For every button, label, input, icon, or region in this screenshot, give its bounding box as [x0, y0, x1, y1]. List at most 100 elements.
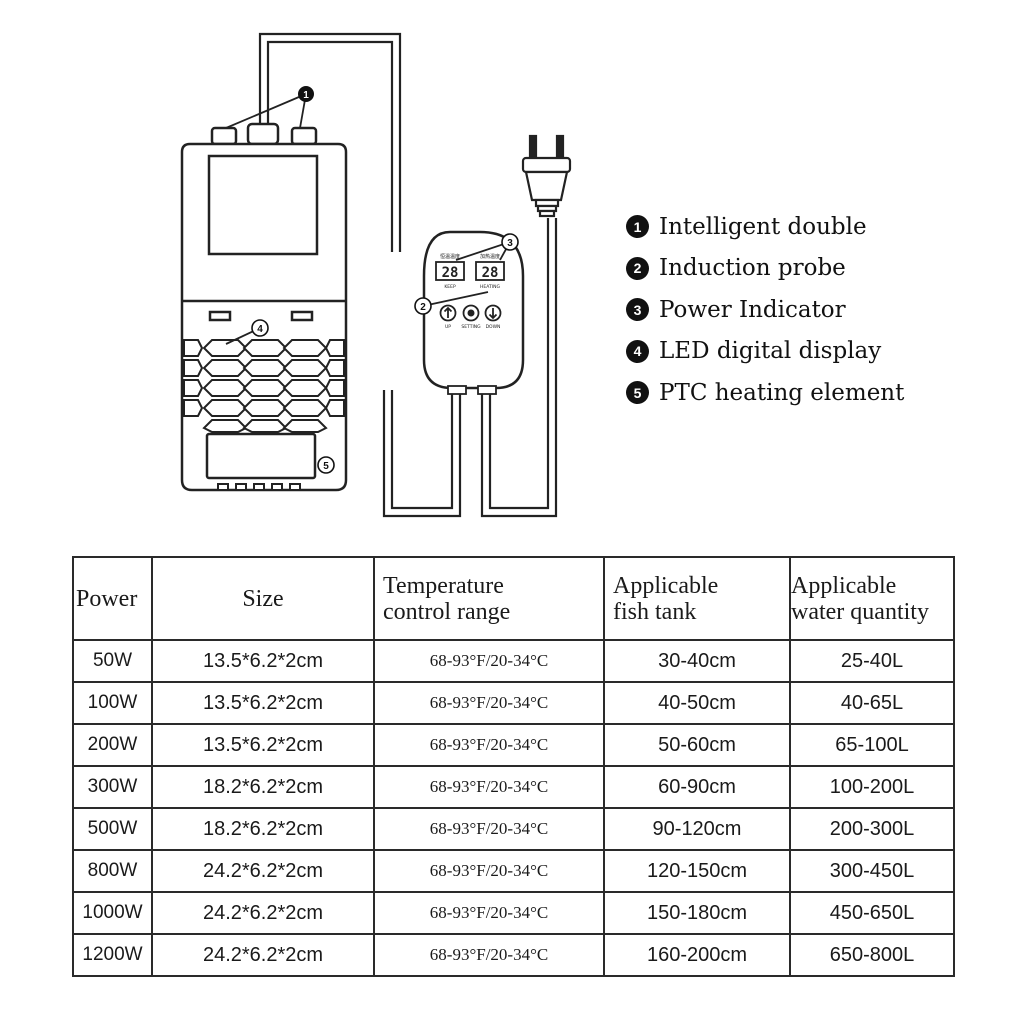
- legend-number: 1: [626, 215, 649, 239]
- header-temperature-line2: control range: [383, 598, 511, 625]
- arrow-down-icon: [488, 308, 498, 320]
- callout-marker-5: 5: [317, 456, 335, 474]
- cell-size: 18.2*6.2*2cm: [151, 765, 375, 809]
- cell-fish-tank: 40-50cm: [603, 681, 791, 725]
- cell-temperature: 68-93°F/20-34°C: [373, 681, 605, 725]
- controller-display-left: 28: [442, 265, 459, 281]
- cell-fish-tank: 160-200cm: [603, 933, 791, 977]
- legend-number: 5: [626, 381, 649, 405]
- cell-water-quantity: 65-100L: [789, 723, 955, 767]
- svg-text:5: 5: [323, 461, 329, 472]
- controller-unit: 28 28 恒温温度 加热温度 KEEP HEATING UP SETTING …: [422, 230, 525, 395]
- arrow-up-icon: [443, 306, 453, 318]
- header-fish-tank-line2: fish tank: [613, 598, 697, 625]
- header-water-quantity-line2: water quantity: [791, 598, 929, 625]
- legend-label: LED digital display: [659, 338, 882, 365]
- legend-label: PTC heating element: [659, 379, 905, 406]
- controller-setting-button[interactable]: [462, 304, 480, 322]
- controller-up-button[interactable]: [439, 304, 457, 322]
- cell-temperature: 68-93°F/20-34°C: [373, 849, 605, 893]
- legend-item-induction-probe: 2 Induction probe: [626, 248, 1006, 290]
- cell-water-quantity: 200-300L: [789, 807, 955, 851]
- table-row: 300W 18.2*6.2*2cm 68-93°F/20-34°C 60-90c…: [72, 765, 955, 809]
- cell-size: 13.5*6.2*2cm: [151, 723, 375, 767]
- probe-cable-inner: [382, 386, 462, 518]
- cell-water-quantity: 100-200L: [789, 765, 955, 809]
- svg-text:3: 3: [507, 238, 513, 249]
- cell-power: 100W: [72, 681, 153, 725]
- table-row: 100W 13.5*6.2*2cm 68-93°F/20-34°C 40-50c…: [72, 681, 955, 725]
- cell-size: 13.5*6.2*2cm: [151, 639, 375, 683]
- heater-cable: [258, 32, 402, 252]
- cell-fish-tank: 50-60cm: [603, 723, 791, 767]
- power-plug: [521, 134, 572, 218]
- legend-item-ptc-heating: 5 PTC heating element: [626, 372, 1006, 414]
- callout-marker-2: 2: [414, 297, 432, 315]
- callout-marker-1: 1: [298, 86, 314, 102]
- cell-size: 24.2*6.2*2cm: [151, 849, 375, 893]
- cell-size: 24.2*6.2*2cm: [151, 891, 375, 935]
- cell-size: 18.2*6.2*2cm: [151, 807, 375, 851]
- legend-label: Induction probe: [659, 255, 846, 282]
- cell-water-quantity: 650-800L: [789, 933, 955, 977]
- controller-down-button[interactable]: [484, 304, 502, 322]
- heater-cable-inner: [266, 40, 394, 252]
- callout-line-1a: [225, 93, 307, 129]
- cell-power: 200W: [72, 723, 153, 767]
- cell-temperature: 68-93°F/20-34°C: [373, 765, 605, 809]
- header-water-quantity-line1: Applicable: [791, 572, 897, 599]
- cell-power: 800W: [72, 849, 153, 893]
- heater-body: [180, 122, 348, 492]
- table-row: 50W 13.5*6.2*2cm 68-93°F/20-34°C 30-40cm…: [72, 639, 955, 683]
- controller-label-setting: SETTING: [461, 324, 481, 330]
- legend-number: 2: [626, 256, 649, 280]
- power-cable-inner: [488, 218, 550, 510]
- cell-temperature: 68-93°F/20-34°C: [373, 891, 605, 935]
- controller-label-keep: KEEP: [444, 284, 456, 290]
- gear-icon: [467, 309, 475, 317]
- callout-line-2: [422, 291, 489, 307]
- legend-item-led-display: 4 LED digital display: [626, 331, 1006, 373]
- cell-power: 500W: [72, 807, 153, 851]
- cell-fish-tank: 60-90cm: [603, 765, 791, 809]
- component-legend: 1 Intelligent double 2 Induction probe 3…: [626, 206, 1006, 414]
- callout-line-3a: [455, 241, 511, 261]
- cell-fish-tank: 150-180cm: [603, 891, 791, 935]
- table-row: 800W 24.2*6.2*2cm 68-93°F/20-34°C 120-15…: [72, 849, 955, 893]
- svg-text:4: 4: [257, 324, 263, 335]
- cell-power: 1200W: [72, 933, 153, 977]
- legend-label: Power Indicator: [659, 296, 846, 323]
- controller-label-top-right: 加热温度: [480, 253, 500, 260]
- cell-water-quantity: 300-450L: [789, 849, 955, 893]
- cell-temperature: 68-93°F/20-34°C: [373, 807, 605, 851]
- legend-number: 4: [626, 339, 649, 363]
- controller-label-up: UP: [445, 324, 451, 330]
- cell-temperature: 68-93°F/20-34°C: [373, 639, 605, 683]
- legend-label: Intelligent double: [659, 213, 867, 240]
- heater-diagram: 28 28 恒温温度 加热温度 KEEP HEATING UP SETTING …: [180, 32, 572, 518]
- controller-display-right: 28: [482, 265, 499, 281]
- cell-fish-tank: 90-120cm: [603, 807, 791, 851]
- controller-label-heating: HEATING: [480, 284, 500, 290]
- header-power: Power: [72, 556, 153, 641]
- legend-item-power-indicator: 3 Power Indicator: [626, 289, 1006, 331]
- cell-power: 300W: [72, 765, 153, 809]
- table-row: 1200W 24.2*6.2*2cm 68-93°F/20-34°C 160-2…: [72, 933, 955, 977]
- cell-fish-tank: 30-40cm: [603, 639, 791, 683]
- svg-text:2: 2: [420, 302, 426, 313]
- svg-text:1: 1: [303, 90, 309, 101]
- cell-size: 13.5*6.2*2cm: [151, 681, 375, 725]
- controller-label-top-left: 恒温温度: [440, 253, 460, 260]
- cell-size: 24.2*6.2*2cm: [151, 933, 375, 977]
- header-fish-tank-line1: Applicable: [613, 572, 719, 599]
- power-cable: [480, 218, 558, 518]
- legend-number: 3: [626, 298, 649, 322]
- callout-marker-4: 4: [251, 319, 269, 337]
- table-row: 1000W 24.2*6.2*2cm 68-93°F/20-34°C 150-1…: [72, 891, 955, 935]
- cell-temperature: 68-93°F/20-34°C: [373, 723, 605, 767]
- cell-power: 50W: [72, 639, 153, 683]
- cell-water-quantity: 450-650L: [789, 891, 955, 935]
- cell-water-quantity: 40-65L: [789, 681, 955, 725]
